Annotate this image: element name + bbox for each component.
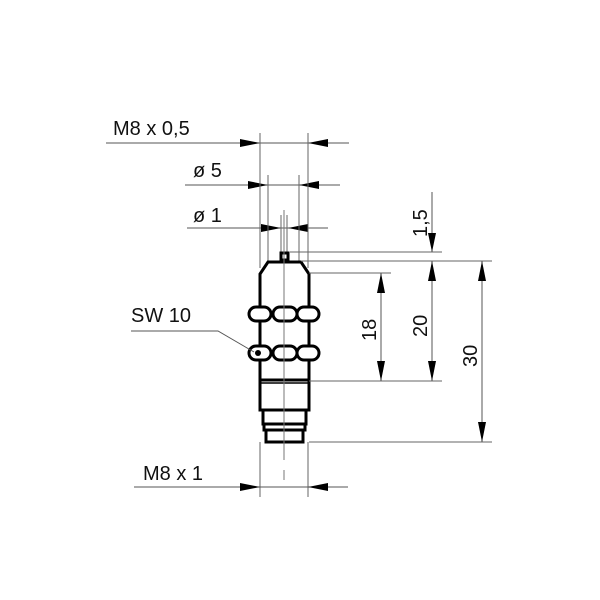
connector-thread-label: M8 x 1 xyxy=(143,463,203,485)
diameter-5-label: ø 5 xyxy=(193,160,222,182)
overall-length-label: 30 xyxy=(460,345,482,367)
length-20-label: 20 xyxy=(410,315,432,337)
tip-height-dimension: 1,5 xyxy=(410,192,436,252)
wrench-size-label: SW 10 xyxy=(131,305,191,327)
thread-top-label: M8 x 0,5 xyxy=(113,118,190,140)
tip-height-label: 1,5 xyxy=(410,209,432,237)
connector-thread-dimension: M8 x 1 xyxy=(134,463,348,491)
thread-length-18-dimension: 18 xyxy=(359,273,385,381)
wrench-size-callout: SW 10 xyxy=(131,305,255,353)
length-20-dimension: 20 xyxy=(410,261,436,381)
thread-top-dimension: M8 x 0,5 xyxy=(106,118,349,147)
hex-nut-lower xyxy=(247,344,321,362)
diameter-1-dimension: ø 1 xyxy=(187,205,328,232)
diameter-5-dimension: ø 5 xyxy=(185,160,340,189)
thread-length-label: 18 xyxy=(359,319,381,341)
hex-nut-upper xyxy=(247,305,321,323)
overall-length-30-dimension: 30 xyxy=(460,261,486,442)
diameter-1-label: ø 1 xyxy=(193,205,222,227)
